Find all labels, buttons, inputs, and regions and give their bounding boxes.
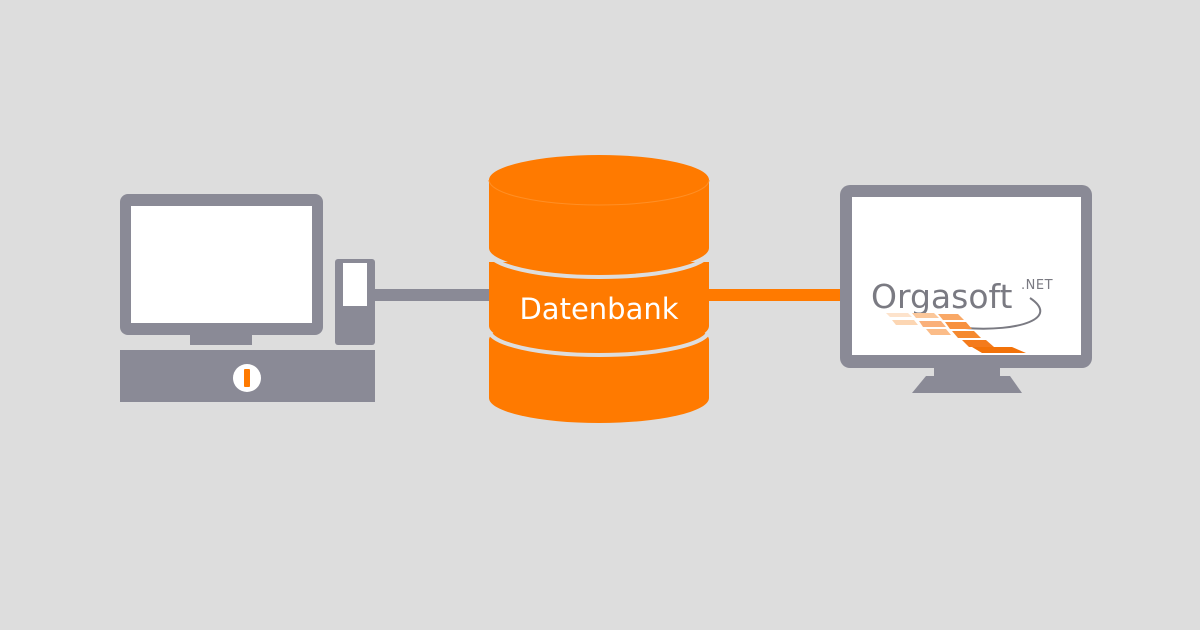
logo-wordmark: Orgasoft <box>871 277 1013 316</box>
database-top-disc <box>489 180 709 273</box>
database-middle-disc <box>489 262 709 351</box>
monitor-stand <box>912 376 1022 393</box>
pos-drawer-lock-slot <box>244 369 250 387</box>
orgasoft-logo: Orgasoft .NET <box>871 277 1053 353</box>
logo-tiles <box>886 313 1026 353</box>
pos-terminal-icon <box>120 194 375 402</box>
card-reader-slot <box>343 263 367 306</box>
database-icon: Datenbank <box>487 155 711 423</box>
logo-swoosh <box>964 297 1042 330</box>
logo-net-suffix: .NET <box>1021 278 1053 293</box>
monitor-neck <box>934 368 1000 376</box>
pos-monitor-neck <box>190 335 252 345</box>
pos-monitor-screen <box>131 206 312 323</box>
database-label: Datenbank <box>519 292 678 326</box>
connector-database-to-monitor <box>706 289 846 301</box>
database-top-cap <box>489 155 709 205</box>
monitor-icon: Orgasoft .NET <box>840 185 1092 393</box>
connector-pos-to-database <box>373 289 493 301</box>
